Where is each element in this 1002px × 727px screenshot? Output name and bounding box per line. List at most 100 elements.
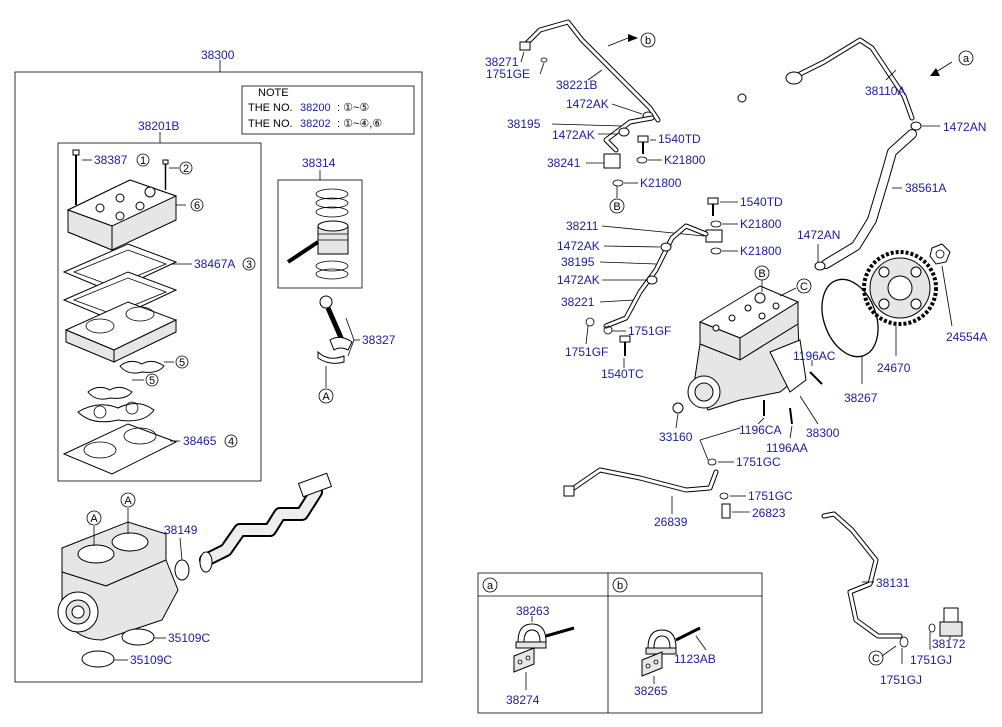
- plug-33160: [672, 402, 684, 414]
- label-38195-2: 38195: [561, 255, 595, 269]
- label-38465: 38465: [183, 434, 217, 448]
- detail-a-header: a: [487, 580, 494, 592]
- ref-C-compressor: C: [800, 281, 808, 293]
- note-line2-range: : ①~④,⑥: [337, 118, 382, 130]
- bolt-1540TC: [619, 335, 631, 343]
- label-1751GC-2: 1751GC: [748, 489, 793, 503]
- label-38172: 38172: [932, 637, 966, 651]
- bracket-38265: [641, 651, 663, 677]
- crankshaft: [199, 472, 333, 573]
- detail-box: [477, 572, 763, 714]
- washer-1751GF-1: [585, 317, 595, 327]
- label-33160: 33160: [659, 430, 693, 444]
- cylinder-head-frame: [57, 142, 262, 482]
- banjo-38211: [705, 229, 723, 243]
- label-38201B: 38201B: [138, 119, 179, 133]
- clamp-1472AN-1: [910, 121, 922, 131]
- label-1751GC-1: 1751GC: [736, 455, 781, 469]
- label-1540TD-1: 1540TD: [658, 132, 701, 146]
- ref-B-top: B: [613, 201, 620, 213]
- label-1751GE: 1751GE: [486, 67, 530, 81]
- pipe-26839: [563, 467, 719, 497]
- label-38241: 38241: [547, 156, 581, 170]
- seal-38149: [174, 559, 190, 581]
- label-38300-right: 38300: [806, 426, 840, 440]
- fitting-38172: [939, 607, 963, 637]
- label-K21800-2: K21800: [640, 176, 682, 190]
- cylinder-head: [66, 179, 178, 251]
- washer-K21800-3: [710, 220, 722, 228]
- crankcase: [57, 521, 179, 641]
- ref-C-bottom: C: [872, 653, 880, 665]
- callout-4: 4: [228, 436, 234, 448]
- bracket-38274: [513, 647, 535, 673]
- washer-1751GE: [540, 57, 548, 63]
- end-cap-a: [121, 628, 155, 646]
- bolt-1123AB: [675, 626, 701, 642]
- ref-a-top: a: [963, 53, 970, 65]
- valve-gasket: [77, 403, 155, 423]
- washer-K21800-1: [636, 156, 648, 164]
- label-1196AC: 1196AC: [793, 349, 836, 363]
- piston-rings: [315, 188, 349, 280]
- label-K21800-1: K21800: [664, 153, 706, 167]
- washer-1751GJ-2: [899, 636, 909, 648]
- label-24670: 24670: [877, 361, 911, 375]
- label-38467A: 38467A: [194, 257, 235, 271]
- washer-1751GF-2: [603, 325, 613, 335]
- label-38221: 38221: [561, 295, 595, 309]
- gear-24670: [862, 250, 938, 326]
- label-1472AN-1: 1472AN: [943, 120, 986, 134]
- label-38263: 38263: [516, 604, 550, 618]
- clamp-1472AK-4: [646, 275, 658, 285]
- callout-5b: 5: [149, 375, 155, 387]
- ref-B-compressor: B: [758, 268, 765, 280]
- connecting-rod: [317, 295, 353, 364]
- piston-pin: [286, 240, 320, 264]
- note-line2-prefix: THE NO.: [248, 118, 293, 130]
- label-1751GF-1: 1751GF: [628, 324, 671, 338]
- bolt-small: [162, 159, 169, 190]
- washer-K21800-2: [612, 179, 624, 187]
- compressor-assembly: [687, 285, 807, 411]
- callout-6: 6: [194, 200, 200, 212]
- reed-valve-b: [87, 386, 133, 400]
- label-38387: 38387: [94, 153, 128, 167]
- note-line2-part: 38202: [300, 118, 331, 130]
- label-38131: 38131: [876, 576, 910, 590]
- washer-1751GC-1: [707, 458, 717, 466]
- detail-b-header: b: [617, 580, 623, 592]
- label-38271: 38271: [485, 55, 519, 69]
- label-38300: 38300: [201, 48, 235, 62]
- pipe-38110A: [737, 37, 915, 121]
- label-38211: 38211: [566, 219, 599, 233]
- label-38267: 38267: [844, 391, 878, 405]
- label-26823: 26823: [752, 506, 786, 520]
- label-38274: 38274: [506, 693, 540, 707]
- label-38265: 38265: [634, 684, 668, 698]
- clamp-38265: [645, 629, 677, 655]
- bolt-detail-a: [545, 626, 575, 638]
- banjo-38241: [603, 153, 621, 169]
- label-K21800-4: K21800: [740, 244, 782, 258]
- label-38110A: 38110A: [865, 84, 905, 98]
- gasket-38465: [62, 423, 178, 475]
- label-1472AK-4: 1472AK: [557, 273, 600, 287]
- ref-b-top: b: [645, 35, 651, 47]
- label-1123AB: 1123AB: [674, 652, 716, 666]
- ref-A-left: A: [90, 513, 98, 525]
- label-1751GF-2: 1751GF: [565, 345, 608, 359]
- bolt-1540TD-2: [707, 197, 719, 205]
- label-1751GJ-1: 1751GJ: [910, 653, 952, 667]
- gasket-38467A: [62, 243, 178, 321]
- label-1472AN-2: 1472AN: [797, 228, 840, 242]
- hose-38195-2: [603, 223, 709, 329]
- note-line1-range: : ①~⑤: [337, 102, 369, 114]
- note-title: NOTE: [258, 87, 289, 99]
- washer-K21800-4: [710, 247, 722, 255]
- label-35109C-a: 35109C: [168, 631, 210, 645]
- label-26839: 26839: [654, 515, 688, 529]
- label-38221B: 38221B: [556, 78, 597, 92]
- washer-1751GJ-1: [928, 623, 936, 633]
